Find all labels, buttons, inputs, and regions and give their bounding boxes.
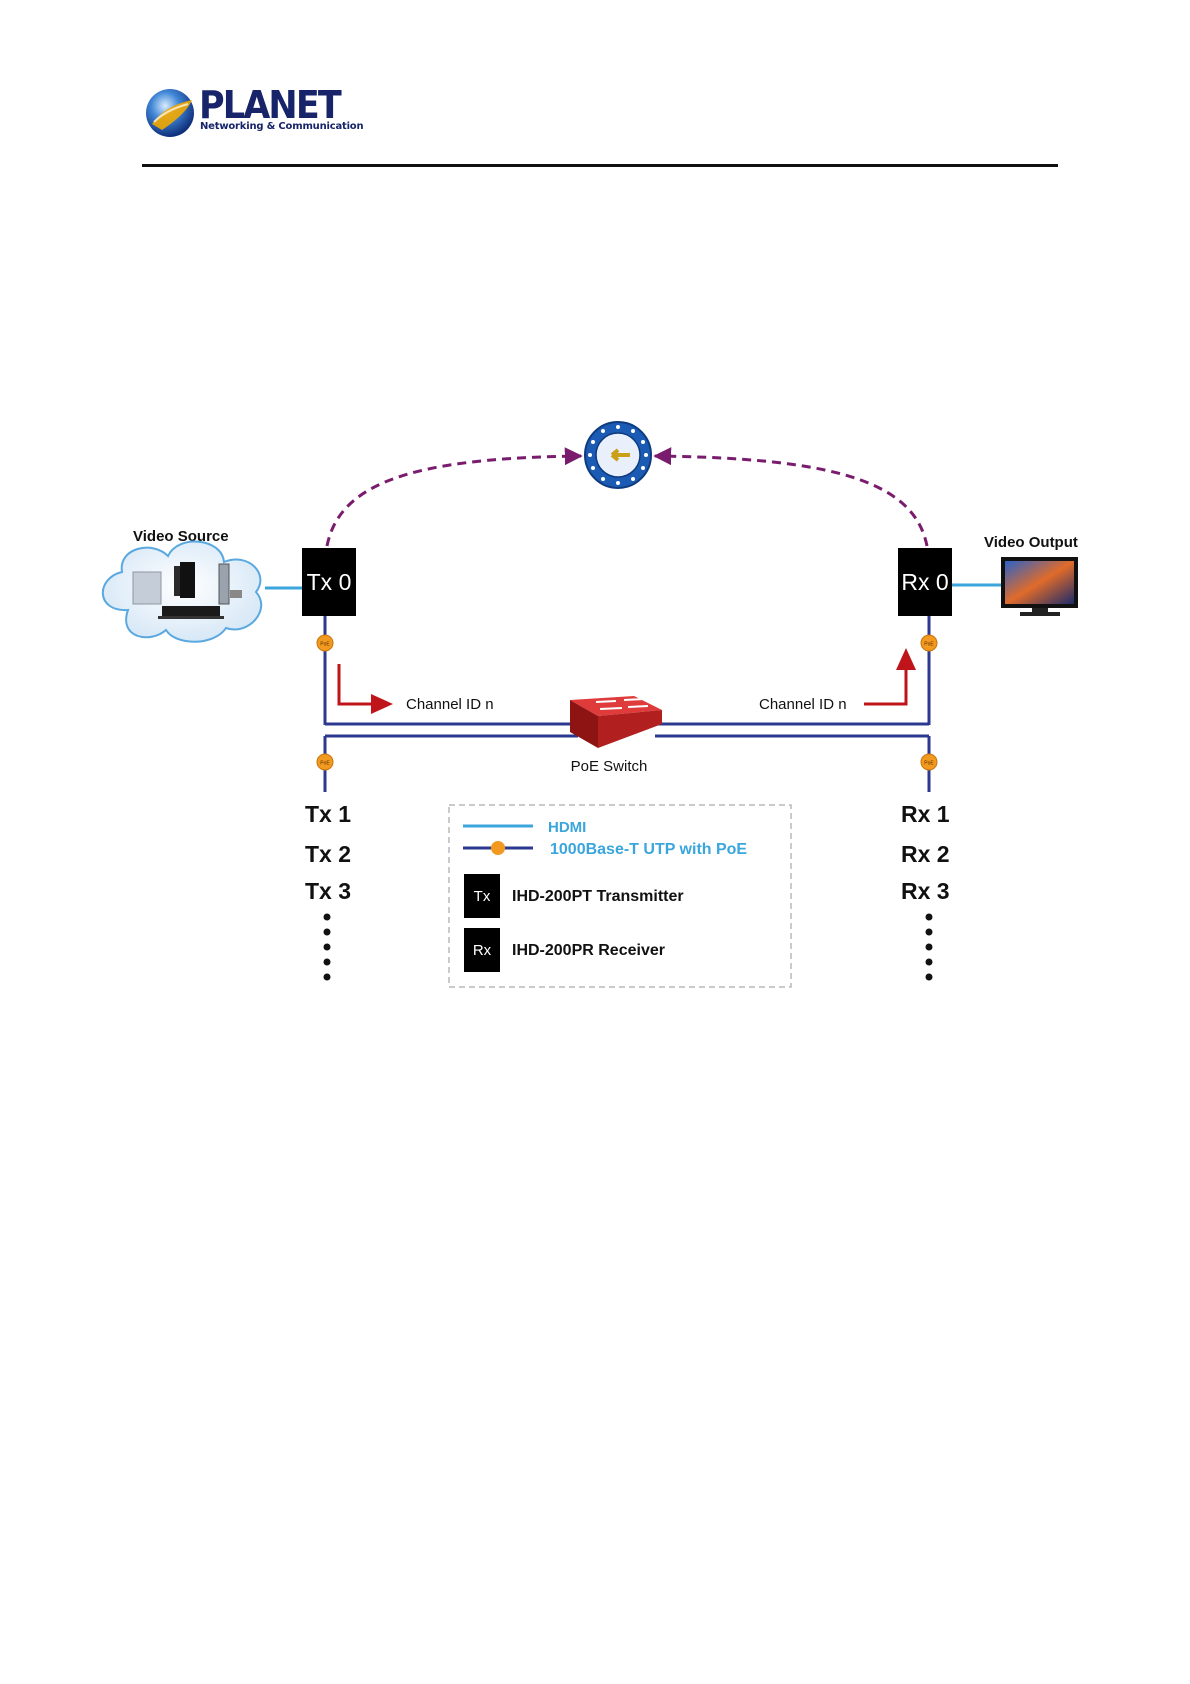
svg-text:PoE: PoE	[924, 761, 934, 767]
tx-item: Tx 2	[305, 841, 351, 867]
tx-item: Tx 1	[305, 801, 351, 827]
svg-text:PoE: PoE	[320, 642, 330, 648]
channel-id-right: Channel ID n	[759, 696, 847, 713]
video-output-label: Video Output	[984, 534, 1078, 551]
poe-badge-icon: PoE	[317, 754, 333, 770]
channel-arrow-left	[339, 664, 393, 714]
rx-item: Rx 2	[901, 841, 950, 867]
channel-arrow-right	[864, 648, 916, 704]
poe-badge-icon: PoE	[921, 754, 937, 770]
svg-text:PoE: PoE	[924, 642, 934, 648]
channel-id-left: Channel ID n	[406, 696, 494, 713]
legend: HDMI 1000Base-T UTP with PoE Tx IHD-200P…	[449, 805, 791, 987]
legend-tx-label: IHD-200PT Transmitter	[512, 888, 684, 905]
poe-badge-icon: PoE	[921, 635, 937, 651]
svg-text:PoE: PoE	[320, 761, 330, 767]
rx0-label: Rx 0	[901, 569, 948, 595]
rx-item: Rx 3	[901, 878, 950, 904]
legend-rx-box-label: Rx	[473, 942, 492, 959]
monitor-icon	[1001, 557, 1078, 616]
poe-badge-icon	[491, 841, 505, 855]
rx-ellipsis-dots	[926, 914, 933, 981]
dashed-link-right	[655, 456, 927, 546]
rotary-dial-icon	[585, 422, 651, 488]
tx0-label: Tx 0	[307, 569, 352, 595]
video-source-label: Video Source	[133, 528, 229, 545]
legend-rx-label: IHD-200PR Receiver	[512, 942, 665, 959]
tx-item: Tx 3	[305, 878, 351, 904]
poe-switch-label: PoE Switch	[571, 758, 648, 775]
tx-ellipsis-dots	[324, 914, 331, 981]
legend-hdmi-label: HDMI	[548, 819, 586, 836]
rx-item: Rx 1	[901, 801, 950, 827]
dashed-link-left	[327, 456, 581, 546]
legend-utp-label: 1000Base-T UTP with PoE	[550, 841, 747, 858]
legend-tx-box-label: Tx	[474, 888, 491, 905]
poe-badge-icon: PoE	[317, 635, 333, 651]
video-source-cloud-icon	[103, 542, 261, 642]
poe-switch-icon	[570, 696, 662, 748]
